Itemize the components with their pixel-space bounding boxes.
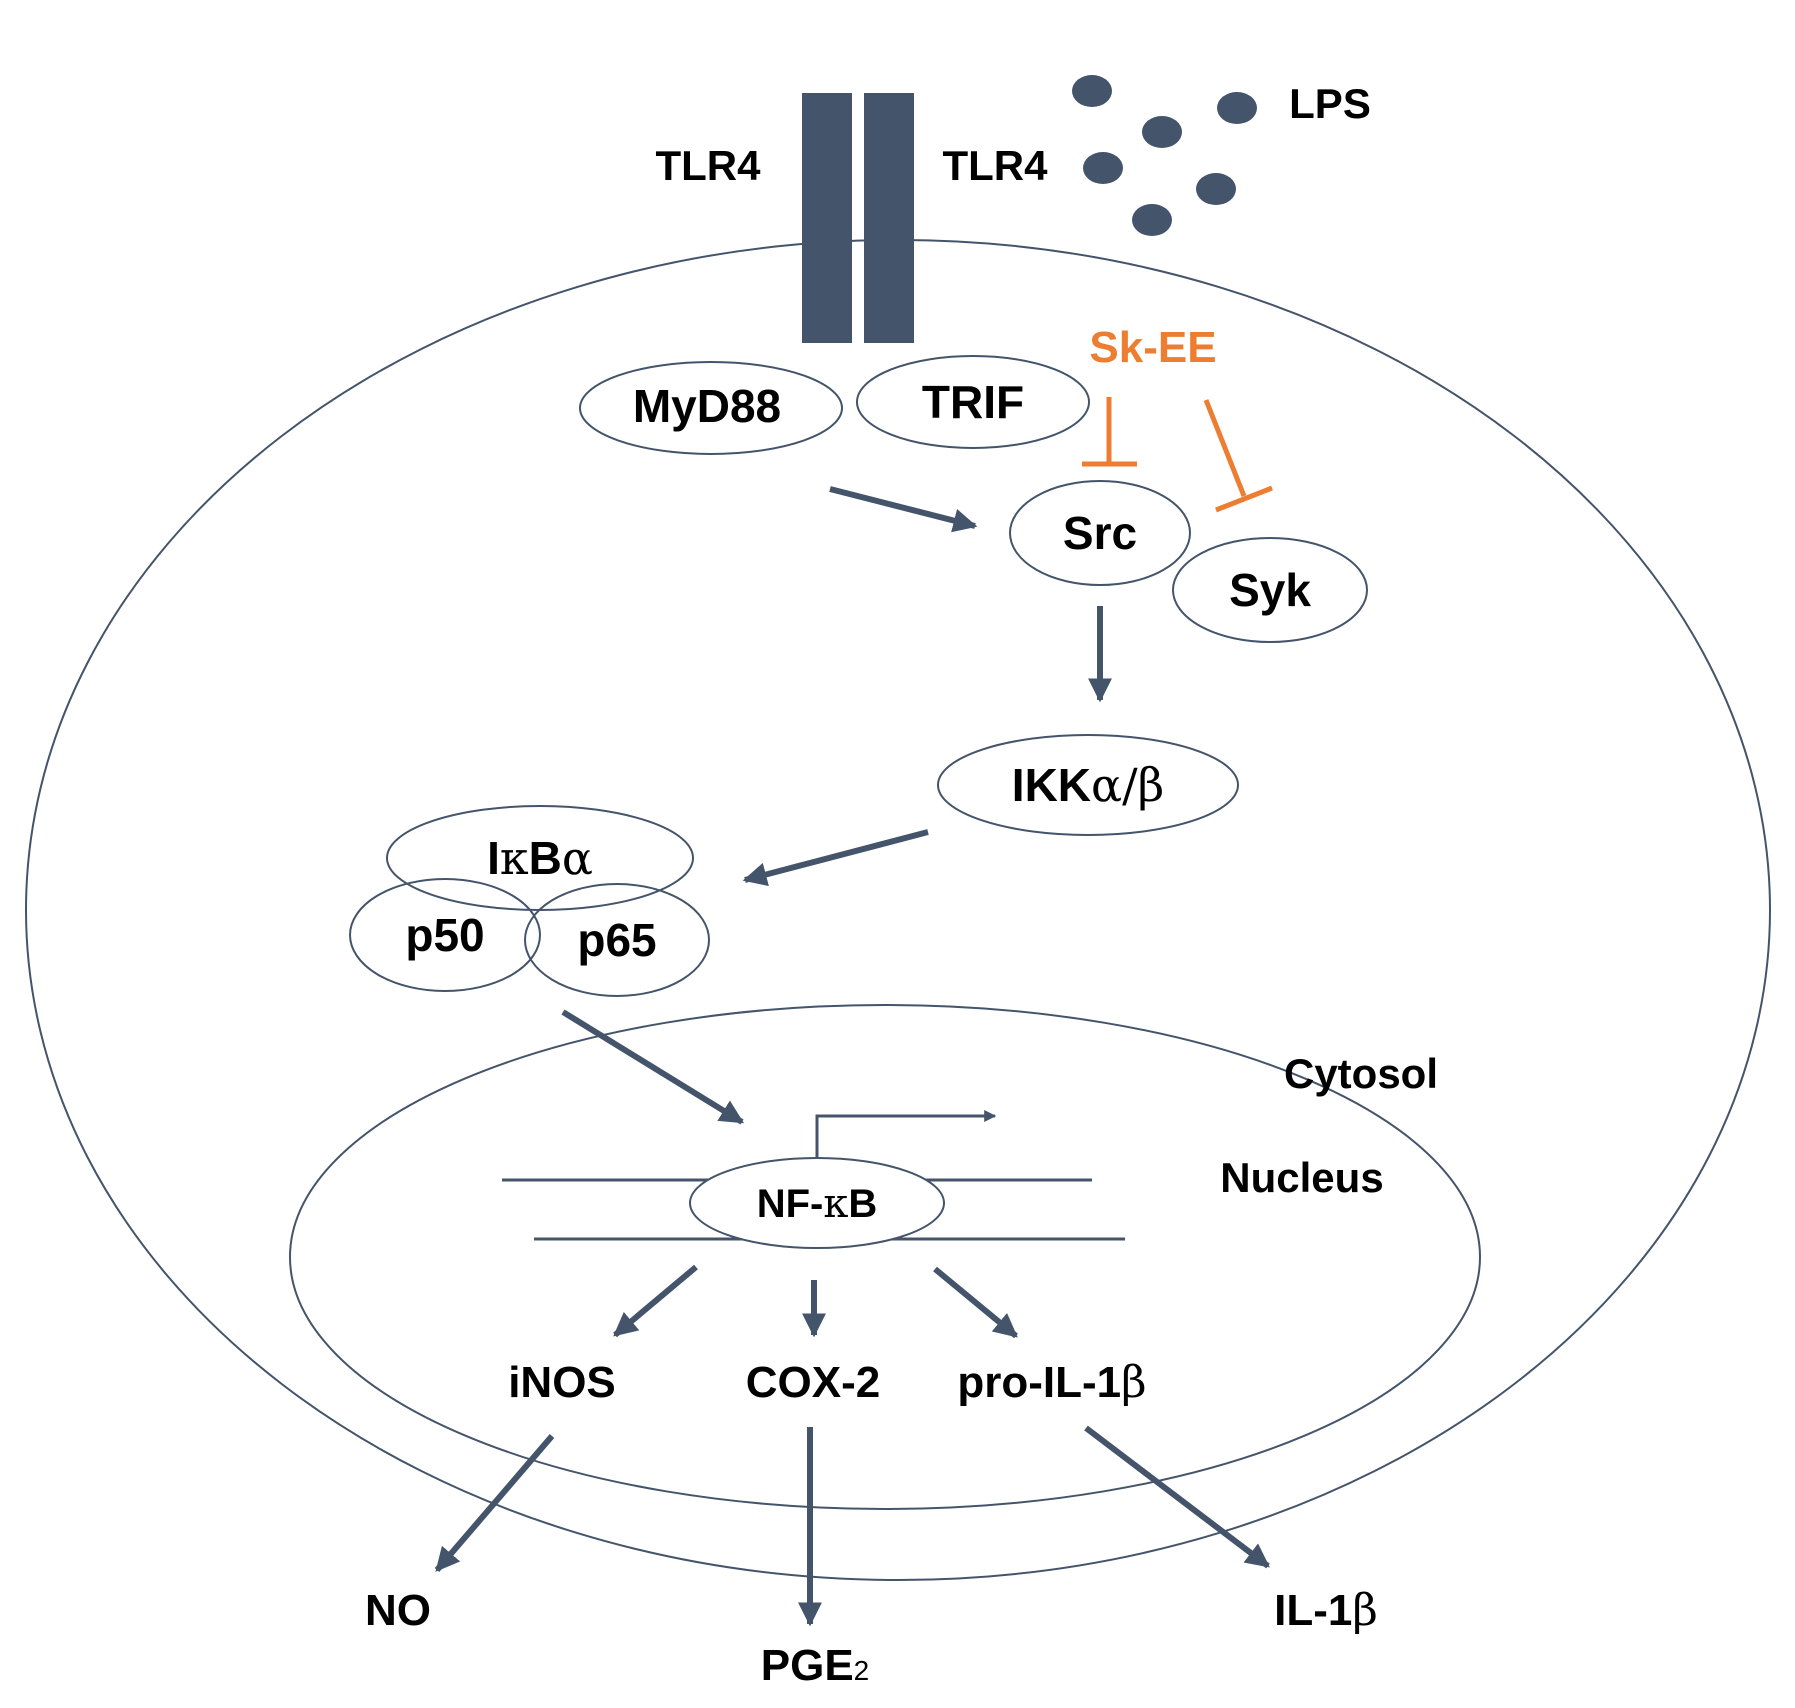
ikba-b: B — [529, 832, 562, 884]
ikba-kappa: κ — [500, 831, 529, 885]
ikba-alpha: α — [562, 831, 593, 885]
nucleus-label: Nucleus — [1220, 1154, 1383, 1201]
tlr4-right-label: TLR4 — [943, 142, 1049, 189]
sk-ee-label: Sk-EE — [1089, 323, 1216, 372]
p65-node — [524, 883, 710, 997]
arrow-complex-to-nucleus — [561, 1009, 745, 1125]
trif-node — [856, 355, 1090, 449]
p50-node — [349, 878, 541, 992]
nfkb-kappa: κ — [823, 1181, 848, 1227]
arrow-adaptors-to-src — [829, 486, 978, 533]
ikk-suffix: α/β — [1091, 758, 1164, 812]
sk-ee-inhibition-src — [1082, 397, 1137, 467]
arrow-nfkb-to-inos — [613, 1264, 698, 1338]
pge2-sub: 2 — [854, 1655, 870, 1686]
ikba-label: IκBα — [487, 831, 593, 885]
tlr4-left-label: TLR4 — [656, 142, 762, 189]
arrow-inos-to-no — [434, 1434, 555, 1572]
lps-label: LPS — [1289, 80, 1371, 127]
pge2-label: PGE2 — [761, 1641, 870, 1690]
sk-ee-inhibition-syk — [1203, 399, 1273, 513]
pro-il1b-beta: β — [1121, 1357, 1146, 1408]
nucleus-membrane — [289, 1004, 1481, 1510]
cox2-label: COX-2 — [746, 1358, 880, 1407]
trif-label: TRIF — [922, 376, 1024, 428]
inos-label: iNOS — [508, 1358, 616, 1407]
tlr4-receptor-left — [802, 93, 852, 343]
lps-particle — [1196, 173, 1236, 205]
no-label: NO — [365, 1586, 431, 1635]
lps-particle — [1083, 152, 1123, 184]
syk-label: Syk — [1229, 564, 1311, 616]
syk-node — [1172, 537, 1368, 643]
myd88-node — [579, 361, 843, 455]
il1b-prefix: IL-1 — [1274, 1586, 1352, 1635]
ikba-i: I — [487, 832, 500, 884]
cytosol-label: Cytosol — [1284, 1050, 1438, 1097]
ikk-node — [937, 734, 1239, 836]
src-label: Src — [1063, 507, 1137, 559]
ikk-prefix: IKK — [1012, 759, 1091, 811]
lps-particle — [1072, 75, 1112, 107]
nfkb-label: NF-κB — [757, 1181, 878, 1227]
nfkb-node — [689, 1157, 945, 1249]
lps-particle — [1217, 92, 1257, 124]
pge2-main: PGE — [761, 1641, 854, 1690]
p50-label: p50 — [405, 909, 484, 961]
arrow-pro-il1b-to-il1b — [1084, 1425, 1270, 1569]
lps-particle — [1132, 204, 1172, 236]
il1b-beta: β — [1352, 1585, 1377, 1636]
myd88-label: MyD88 — [633, 380, 781, 432]
lps-particle — [1142, 116, 1182, 148]
p65-label: p65 — [577, 914, 656, 966]
il1b-label: IL-1β — [1274, 1585, 1378, 1636]
arrow-nfkb-to-pro-il1b — [933, 1266, 1018, 1339]
arrow-ikk-to-ikba — [742, 829, 929, 887]
ikk-label: IKKα/β — [1012, 758, 1164, 812]
src-node — [1009, 480, 1191, 586]
cell-membrane — [25, 239, 1771, 1581]
nfkb-prefix: NF- — [757, 1182, 824, 1226]
lps-particles — [1072, 75, 1257, 236]
transcription-start-arrow — [815, 1110, 997, 1158]
pro-il1b-prefix: pro-IL-1 — [957, 1358, 1121, 1407]
pro-il1b-label: pro-IL-1β — [957, 1357, 1146, 1408]
tlr4-receptor-right — [864, 93, 914, 343]
nfkb-suffix: B — [848, 1182, 877, 1226]
